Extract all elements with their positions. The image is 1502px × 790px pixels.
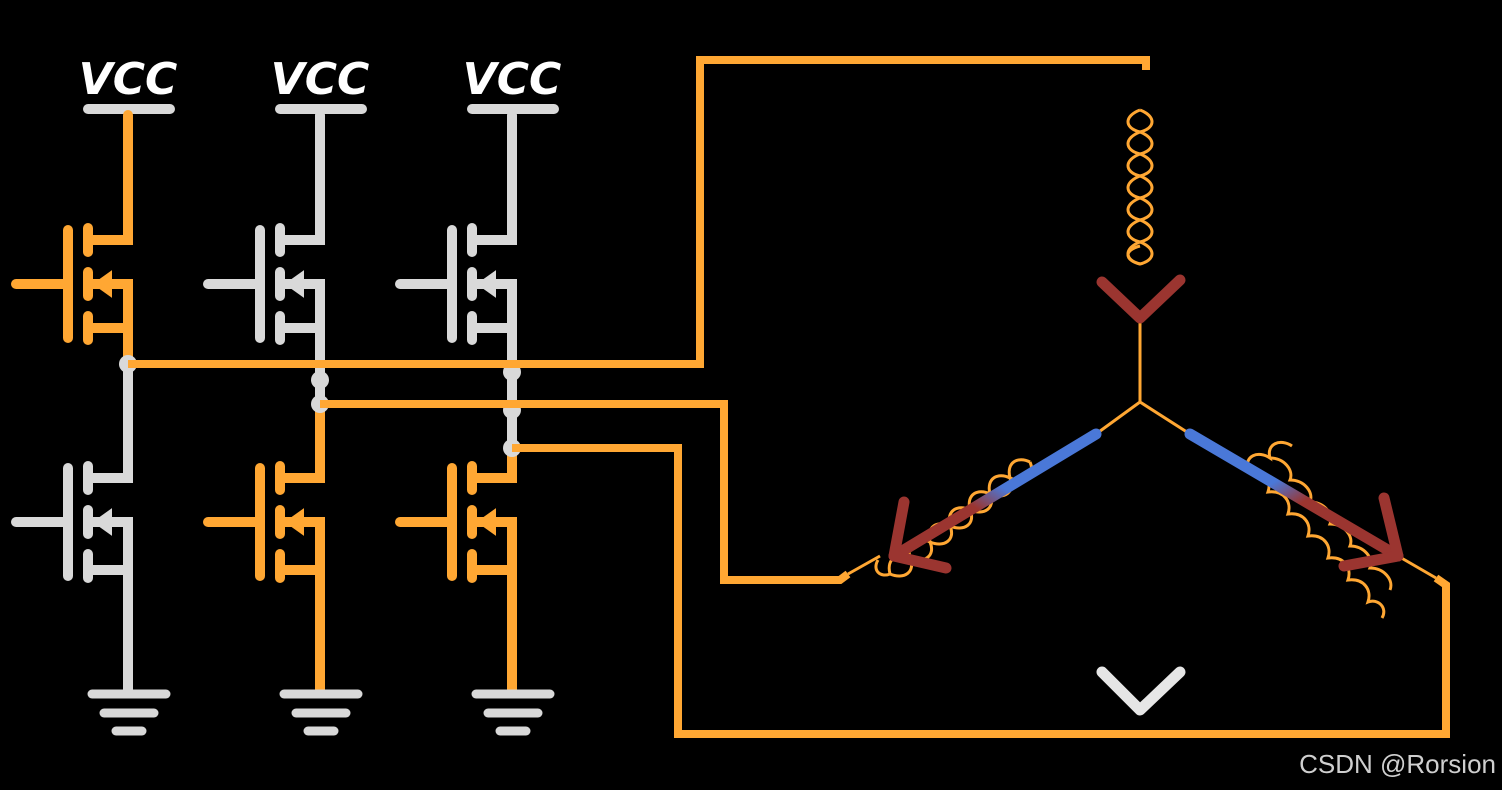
ground-icon — [279, 689, 363, 736]
half-bridge-3 — [395, 104, 559, 736]
arrow-down-icon — [1096, 396, 1186, 716]
half-bridge-2 — [203, 104, 367, 736]
coil-icon — [1096, 76, 1186, 324]
mosfet-icon — [395, 110, 517, 453]
mosfet-icon — [11, 359, 133, 695]
coil-icon — [1184, 428, 1404, 619]
motor-star-winding — [847, 76, 1437, 716]
phase-wire-b — [320, 400, 851, 584]
ground-icon — [87, 689, 171, 736]
mosfet-icon — [203, 110, 325, 409]
coil-icon — [874, 428, 1102, 578]
mosfet-icon — [203, 399, 325, 695]
phase-wire-a — [128, 56, 1150, 368]
mosfet-icon — [11, 110, 133, 369]
phase-wire-c — [512, 444, 1450, 738]
vcc-label-1: VCC — [79, 54, 178, 105]
mosfet-icon — [395, 443, 517, 695]
watermark: CSDN @Rorsion — [1299, 749, 1496, 779]
vcc-label-3: VCC — [463, 54, 562, 105]
phase-wires — [128, 56, 1450, 738]
vcc-label-2: VCC — [271, 54, 370, 105]
ground-icon — [471, 689, 555, 736]
half-bridge-1 — [11, 104, 175, 736]
